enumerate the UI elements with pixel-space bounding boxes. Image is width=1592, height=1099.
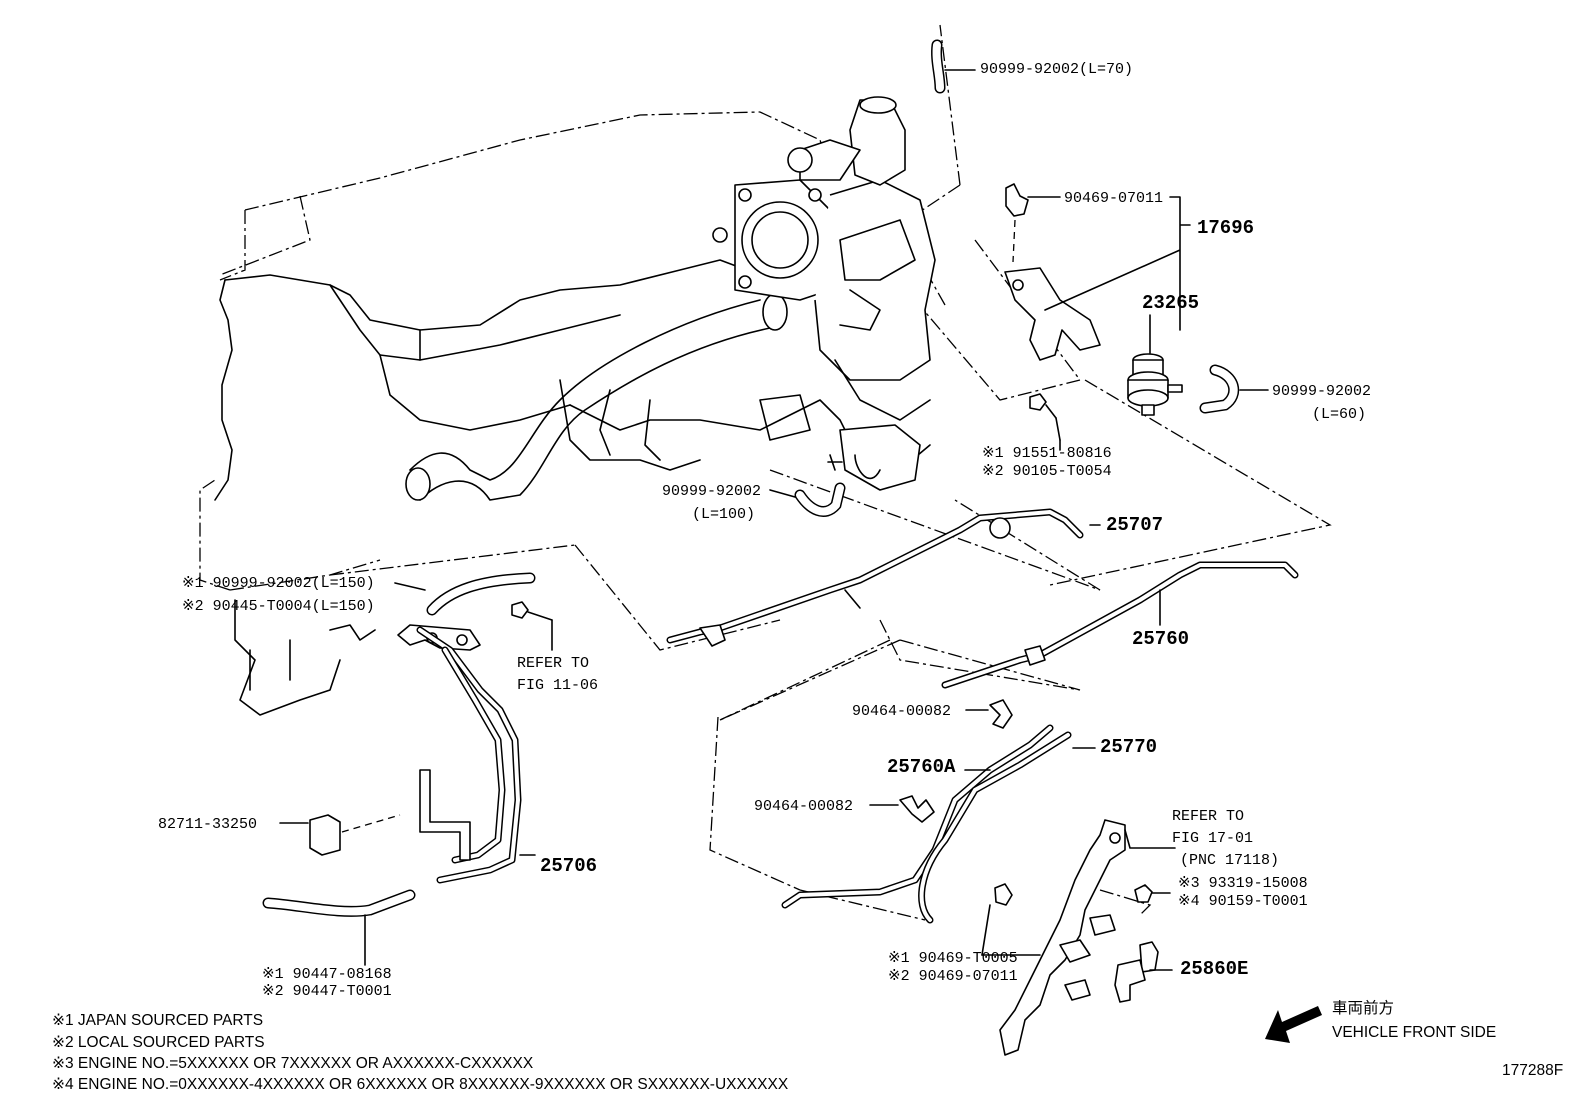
intake-pipe — [405, 293, 788, 501]
callout-refer-1701-line2: FIG 17-01 — [1172, 830, 1254, 847]
callout-hose-left-1: ※1 90999-92002(L=150) — [182, 575, 375, 592]
callout-hose-top: 90999-92002(L=70) — [980, 61, 1134, 78]
callout-clip-upper: 90469-07011 — [1064, 190, 1164, 207]
footnote-3: ※3 ENGINE NO.=5XXXXXX OR 7XXXXXX OR AXXX… — [52, 1055, 534, 1072]
hose-low-left — [262, 889, 416, 966]
callout-25760: 25760 — [1132, 628, 1190, 650]
pipe-25760 — [941, 561, 1299, 689]
callout-hose-mid-length: (L=100) — [692, 506, 756, 523]
callout-hose-left-2: ※2 90445-T0004(L=150) — [182, 598, 375, 615]
callout-clamp-a: 90464-00082 — [852, 703, 952, 720]
callout-hose-low-2: ※2 90447-T0001 — [262, 983, 392, 1000]
callout-clamp-b: 90464-00082 — [754, 798, 854, 815]
callout-hose-mid: 90999-92002 — [662, 483, 762, 500]
footnote-1: ※1 JAPAN SOURCED PARTS — [52, 1012, 264, 1029]
bolt-upper — [1029, 393, 1061, 451]
direction-label-en: VEHICLE FRONT SIDE — [1332, 1024, 1497, 1041]
callout-25760a: 25760A — [887, 756, 956, 778]
callout-hose-right: 90999-92002 — [1272, 383, 1372, 400]
throttle-body-assembly — [712, 96, 936, 491]
hose-mid-l100 — [769, 482, 846, 517]
callout-25707: 25707 — [1106, 514, 1164, 536]
callout-refer-1701-line1: REFER TO — [1172, 808, 1245, 825]
pipe-25760a-25770 — [781, 724, 1096, 924]
hose-top-l70 — [931, 39, 976, 94]
engine-body — [214, 259, 931, 716]
clamp-90464-b — [869, 795, 935, 823]
clip-lower — [981, 883, 1041, 956]
bolt-refer-1106 — [511, 601, 553, 651]
pipe-25706 — [397, 624, 536, 884]
callout-bolt-4: ※4 90159-T0001 — [1178, 893, 1308, 910]
pipe-25707 — [666, 508, 1101, 647]
engine-block-outline — [199, 24, 1332, 921]
figure-id: 177288F — [1502, 1062, 1564, 1079]
footnote-4: ※4 ENGINE NO.=0XXXXXX-4XXXXXX OR 6XXXXXX… — [52, 1076, 789, 1093]
hose-left-l150 — [394, 572, 536, 616]
callout-clip-low-1: ※1 90469-T0005 — [888, 950, 1018, 967]
callout-hose-low-1: ※1 90447-08168 — [262, 966, 392, 983]
callout-bolt-1: ※1 91551-80816 — [982, 445, 1112, 462]
callout-clamp-82711: 82711-33250 — [158, 816, 258, 833]
callout-clip-low-2: ※2 90469-07011 — [888, 968, 1018, 985]
clamp-90464-a — [965, 699, 1013, 729]
bracket-refer-1701 — [999, 819, 1176, 1056]
arrow-down-left-icon — [1265, 1006, 1322, 1043]
footnote-2: ※2 LOCAL SOURCED PARTS — [52, 1034, 265, 1051]
callout-bolt-3: ※3 93319-15008 — [1178, 875, 1308, 892]
valve-23265 — [1127, 314, 1183, 416]
callout-hose-right-length: (L=60) — [1312, 406, 1367, 423]
callout-25770: 25770 — [1100, 736, 1158, 758]
clip-upper — [1005, 183, 1061, 263]
clamp-82711 — [279, 814, 401, 856]
callout-25706: 25706 — [540, 855, 598, 877]
callout-17696: 17696 — [1197, 217, 1255, 239]
callout-25860e: 25860E — [1180, 958, 1249, 980]
hose-right-l60 — [1199, 364, 1269, 414]
callout-bolt-2: ※2 90105-T0054 — [982, 463, 1112, 480]
bracket-17696 — [1004, 196, 1191, 361]
bolt-lower — [1134, 884, 1171, 903]
callout-refer-1701-line3: (PNC 17118) — [1180, 852, 1280, 869]
callout-refer-1106-line2: FIG 11-06 — [517, 677, 599, 694]
callout-refer-1106-line1: REFER TO — [517, 655, 590, 672]
sensor-25860e — [1114, 941, 1173, 1003]
callout-23265: 23265 — [1142, 292, 1200, 314]
direction-label-ja: 車両前方 — [1332, 1000, 1395, 1017]
